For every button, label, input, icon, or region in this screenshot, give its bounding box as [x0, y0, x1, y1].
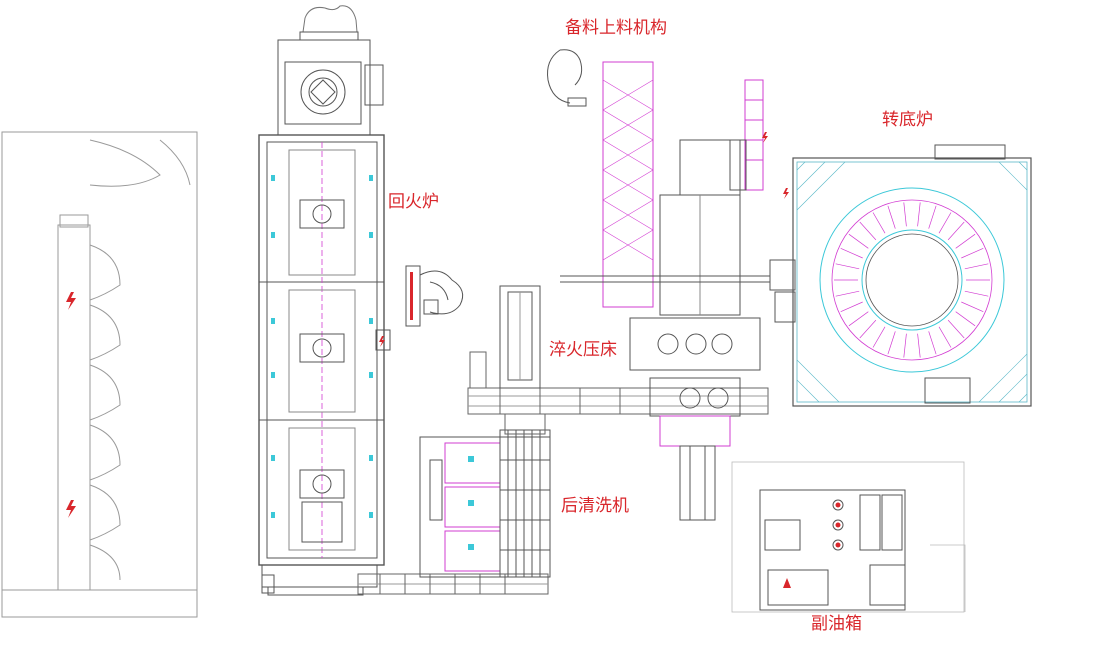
- hearth-slot: [903, 202, 907, 227]
- hearth-slot: [928, 205, 937, 229]
- tempering-furnace-label: 回火炉: [388, 192, 439, 212]
- hearth-slot: [938, 212, 952, 234]
- feeding-robot: [547, 49, 587, 107]
- left-furnace-outline: [1, 131, 198, 618]
- hearth-slot: [961, 301, 984, 313]
- aux-oil-tank-marks: [783, 502, 841, 588]
- hearth-slot: [835, 263, 860, 270]
- hearth-slot: [872, 326, 886, 348]
- hearth-slot: [964, 290, 989, 297]
- hearth-slot: [872, 212, 886, 234]
- aux-oil-tank: [759, 489, 906, 611]
- feeding-frame: [560, 139, 770, 316]
- hearth-slot: [840, 247, 863, 259]
- feeding-mechanism: [602, 61, 764, 308]
- feeding-mechanism-label: 备料上料机构: [565, 18, 667, 38]
- rotary-furnace-label: 转底炉: [882, 110, 933, 130]
- hearth-slot: [848, 233, 869, 249]
- hearth-slot: [859, 221, 877, 241]
- hearth-slot: [961, 247, 984, 259]
- quench-press: [499, 285, 761, 521]
- transfer-robot-sign: [410, 272, 413, 320]
- hearth-slot: [928, 331, 937, 355]
- hearth-slot: [848, 311, 869, 327]
- quench-press-label: 淬火压床: [549, 340, 617, 360]
- left-furnace-power-icon: [66, 292, 76, 518]
- aux-oil-tank-boundary: [731, 461, 966, 613]
- hearth-slot: [947, 221, 965, 241]
- aux-oil-tank-label: 副油箱: [811, 614, 862, 634]
- rotary-furnace-fittings: [769, 144, 1006, 404]
- hearth-slot: [887, 331, 896, 355]
- hearth-slot: [917, 333, 921, 358]
- rotary-furnace-body: [792, 157, 1032, 407]
- post-washer-label: 后清洗机: [561, 496, 629, 516]
- hearth-slot: [955, 233, 976, 249]
- rotary-furnace-hatch: [796, 161, 1028, 403]
- post-washer: [419, 429, 551, 578]
- hearth-slot: [903, 333, 907, 358]
- hearth-slot: [938, 326, 952, 348]
- rotary-furnace-hearth: [819, 187, 1005, 373]
- transfer-conveyor: [467, 351, 769, 435]
- tempering-furnace-power-icon: [379, 336, 385, 347]
- hearth-slot: [840, 301, 863, 313]
- hearth-slot: [887, 205, 896, 229]
- feeding-power-icon: [762, 132, 789, 199]
- hearth-slot: [964, 263, 989, 270]
- hearth-slot: [917, 202, 921, 227]
- transfer-robot: [405, 265, 464, 327]
- hearth-slot: [947, 319, 965, 339]
- hearth-slot: [835, 290, 860, 297]
- post-washer-cyan-marks: [468, 456, 474, 550]
- tempering-furnace: [258, 5, 391, 596]
- hearth-slot: [955, 311, 976, 327]
- tempering-furnace-cyan-marks: [271, 175, 373, 518]
- bottom-conveyor: [357, 573, 549, 595]
- hearth-slot: [859, 319, 877, 339]
